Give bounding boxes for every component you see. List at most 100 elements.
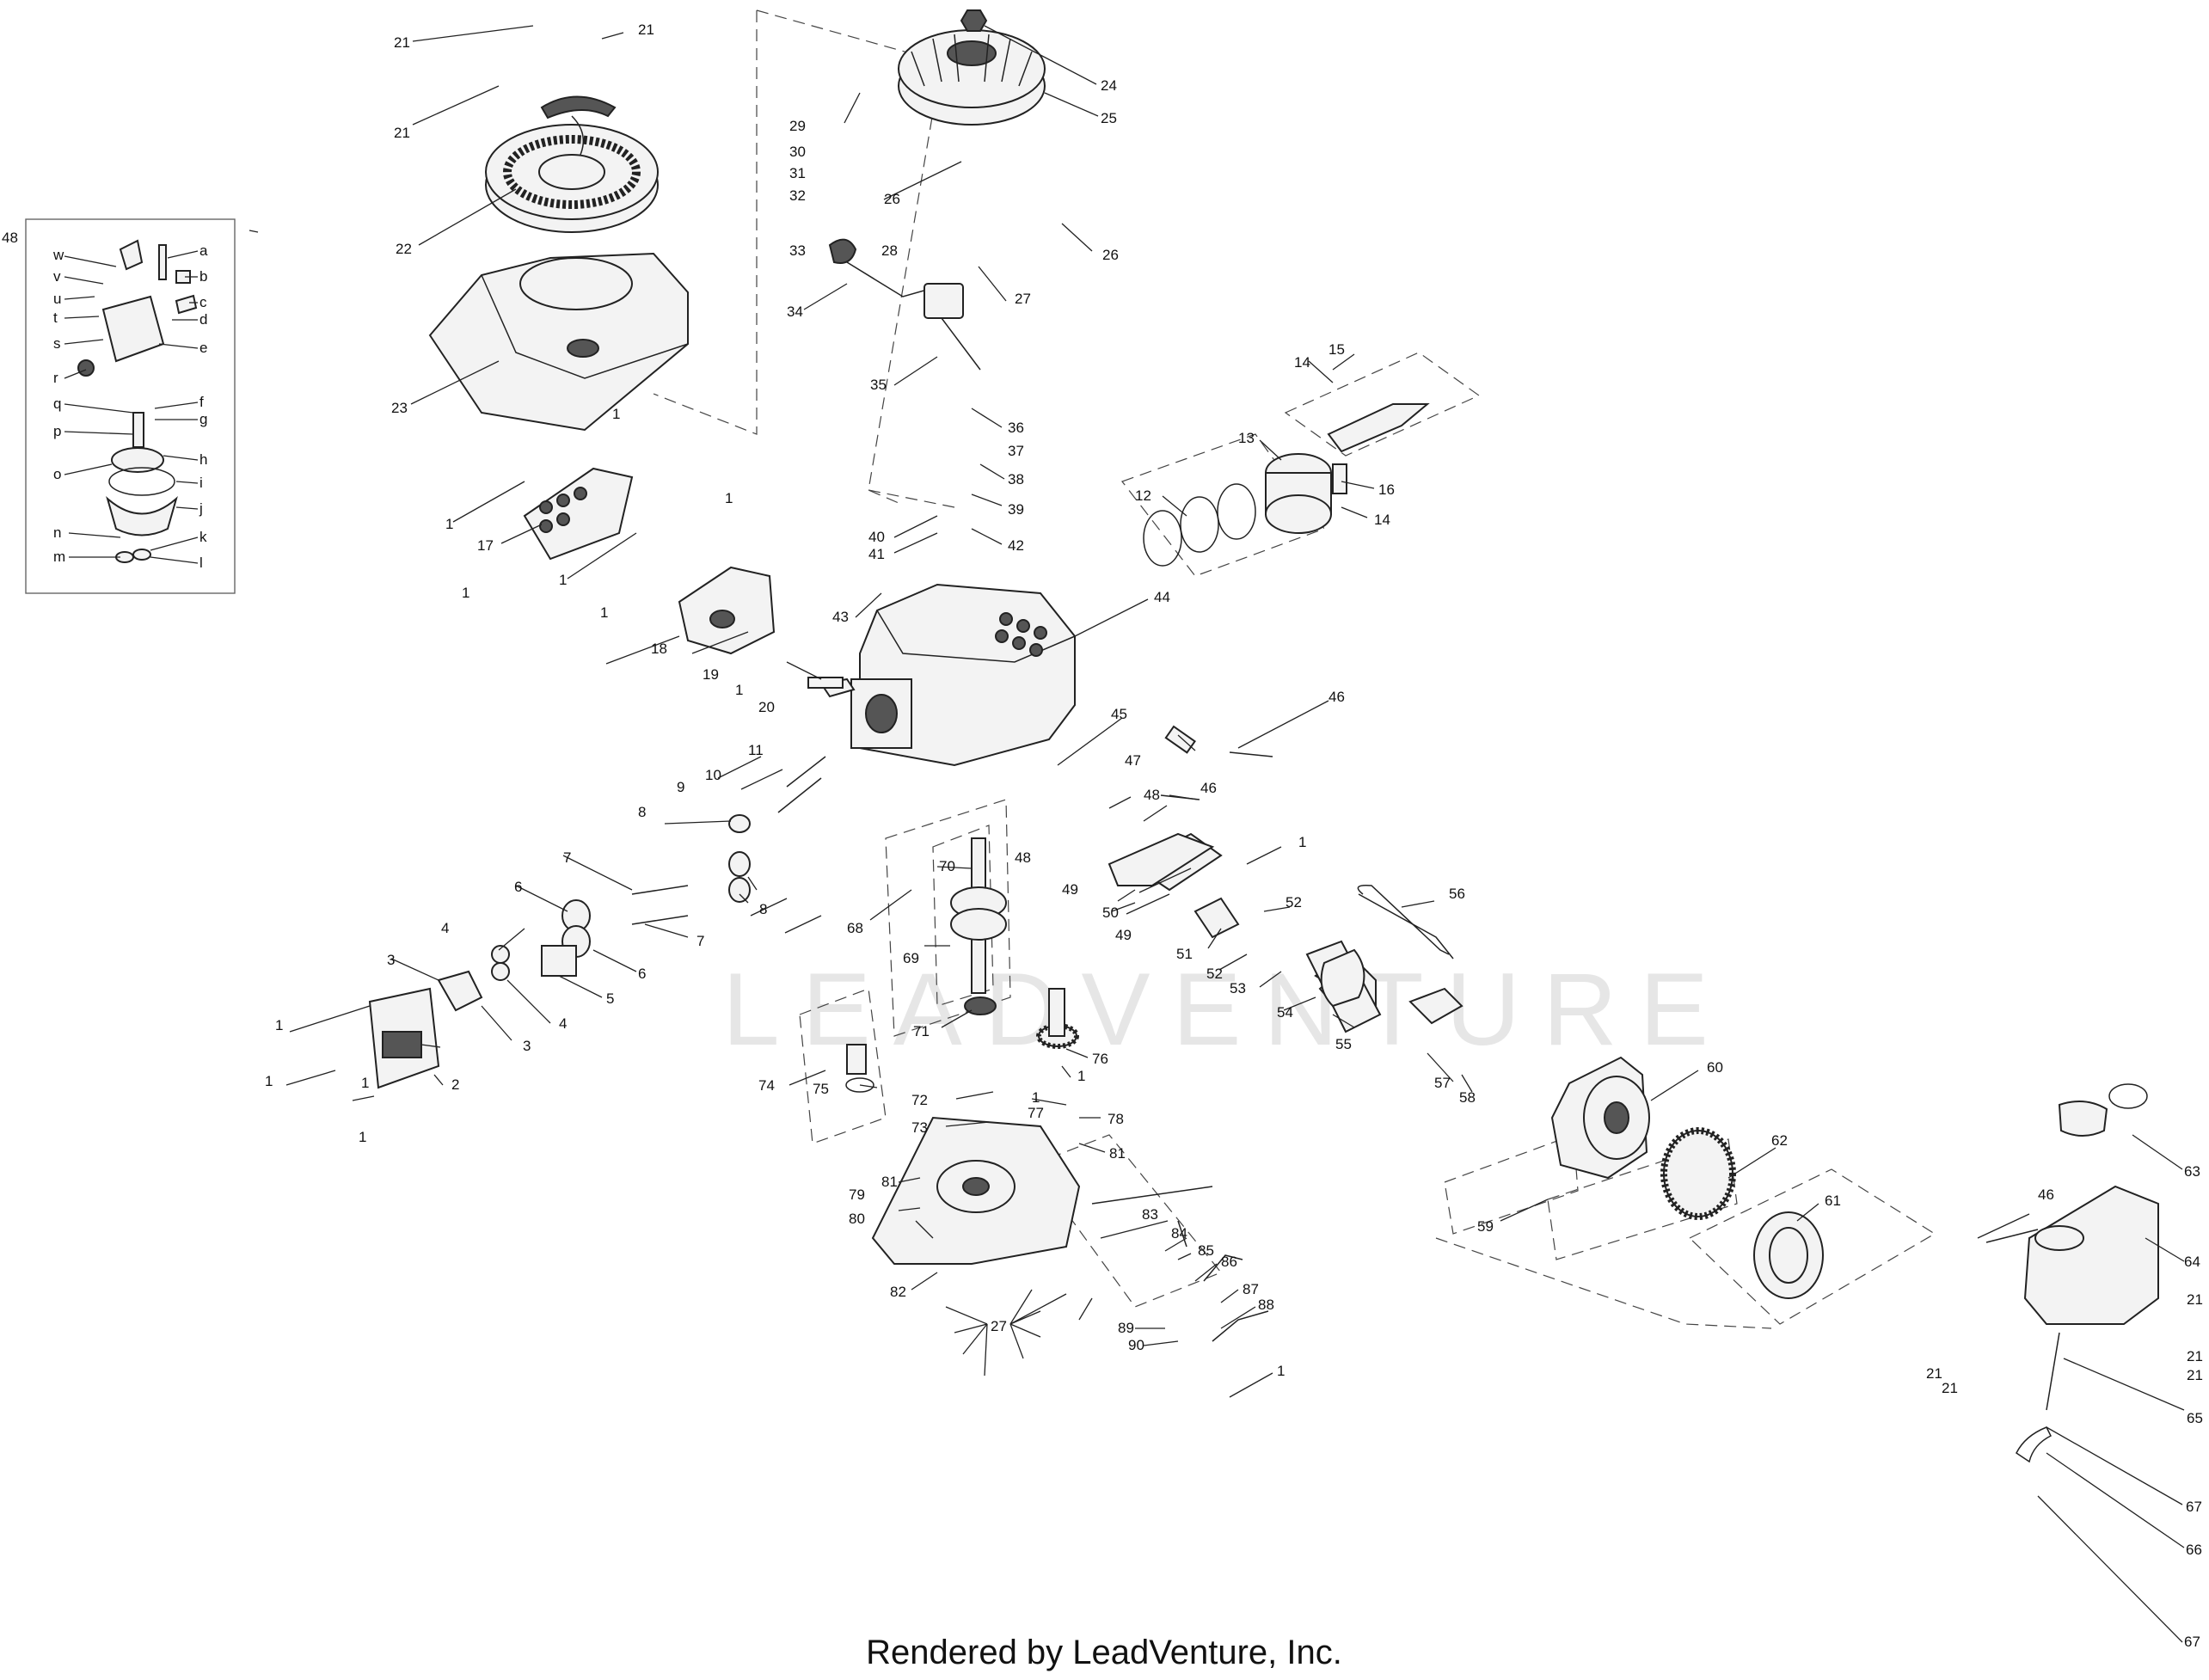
callout-23: 23 — [391, 400, 408, 416]
callout-48a: 48 — [1144, 787, 1160, 803]
callout-81a: 81 — [881, 1174, 898, 1190]
callout-87: 87 — [1243, 1281, 1259, 1297]
callout-45: 45 — [1111, 706, 1127, 722]
callout-9: 9 — [677, 779, 684, 795]
crankcase-cover-part — [871, 1116, 1081, 1265]
callout-30: 30 — [789, 144, 806, 160]
callout-8b: 8 — [759, 901, 767, 917]
cylinder-head-part — [368, 756, 826, 1089]
callout-44: 44 — [1154, 589, 1170, 605]
callout-6b: 6 — [638, 966, 646, 982]
callout-52a: 52 — [1286, 894, 1302, 911]
callout-56: 56 — [1449, 886, 1465, 902]
leader-lines — [64, 25, 2185, 1643]
callout-63: 63 — [2184, 1163, 2200, 1180]
callout-21c: 21 — [394, 125, 410, 141]
callout-15: 15 — [1328, 341, 1345, 358]
kit-label-i: i — [199, 475, 203, 491]
leader-fan-27 — [945, 1289, 1067, 1376]
blower-housing-part — [428, 252, 689, 432]
callout-83: 83 — [1142, 1206, 1158, 1223]
callout-80: 80 — [849, 1211, 865, 1227]
callout-76: 76 — [1092, 1051, 1108, 1067]
parts — [77, 9, 2159, 1463]
callout-38: 38 — [1008, 471, 1024, 487]
kit-label-s: s — [53, 335, 61, 352]
callout-34: 34 — [787, 304, 803, 320]
kit-label-k: k — [199, 529, 207, 545]
crankshaft-part — [950, 837, 1079, 1049]
kit-label-j: j — [199, 500, 203, 517]
callout-1h: 1 — [275, 1017, 283, 1033]
callout-31: 31 — [789, 165, 806, 181]
callout-16: 16 — [1378, 481, 1395, 498]
callout-26a: 26 — [884, 191, 900, 207]
callout-13: 13 — [1238, 430, 1255, 446]
callout-21f: 21 — [2187, 1367, 2203, 1383]
callout-81b: 81 — [1109, 1145, 1126, 1162]
callout-7a: 7 — [563, 849, 571, 866]
kit-label-r: r — [53, 370, 58, 386]
callout-21e: 21 — [2187, 1348, 2203, 1364]
callout-55: 55 — [1335, 1036, 1352, 1052]
callout-1f: 1 — [600, 604, 608, 621]
callout-4b: 4 — [559, 1015, 567, 1032]
callout-1n: 1 — [1032, 1089, 1040, 1106]
callout-49b: 49 — [1115, 927, 1132, 943]
misc-small-parts — [807, 677, 2039, 1243]
kit-label-b: b — [199, 268, 207, 285]
callout-89: 89 — [1118, 1320, 1134, 1336]
callout-62: 62 — [1771, 1132, 1788, 1149]
callout-14b: 14 — [1374, 512, 1390, 528]
callout-88: 88 — [1258, 1297, 1274, 1313]
engine-block-part — [850, 583, 1076, 767]
callout-78: 78 — [1108, 1111, 1124, 1127]
callout-77: 77 — [1028, 1105, 1044, 1121]
callout-10: 10 — [705, 767, 721, 783]
kit-label-q: q — [53, 395, 61, 412]
callout-72: 72 — [911, 1092, 928, 1108]
callout-40: 40 — [868, 529, 885, 545]
callout-25: 25 — [1101, 110, 1117, 126]
kit-label-f: f — [199, 394, 204, 410]
callout-14a: 14 — [1294, 354, 1310, 371]
callout-1m: 1 — [1077, 1068, 1085, 1084]
callout-39: 39 — [1008, 501, 1024, 518]
callout-22: 22 — [396, 241, 412, 257]
callout-35: 35 — [870, 377, 887, 393]
callout-3a: 3 — [387, 952, 395, 968]
callout-46b: 46 — [1200, 780, 1217, 796]
ignition-coil-part — [828, 238, 981, 371]
callout-1l: 1 — [1298, 834, 1306, 850]
callout-1c: 1 — [725, 490, 733, 506]
kit-label-d: d — [199, 311, 207, 328]
callout-2: 2 — [451, 1076, 459, 1093]
callout-42: 42 — [1008, 537, 1024, 554]
callout-71: 71 — [913, 1023, 930, 1039]
kit-label-g: g — [199, 411, 207, 427]
callout-69: 69 — [903, 950, 919, 966]
callout-20: 20 — [758, 699, 775, 715]
callout-28: 28 — [881, 242, 898, 259]
callout-90: 90 — [1128, 1337, 1144, 1353]
callout-8a: 8 — [638, 804, 646, 820]
muffler-part — [523, 467, 856, 698]
callout-1d: 1 — [559, 572, 567, 588]
callout-53: 53 — [1230, 980, 1246, 996]
callout-7b: 7 — [696, 933, 704, 949]
kit-label-e: e — [199, 340, 207, 356]
callout-labels: 21 21 21 22 23 24 25 29 30 31 32 26 26 3… — [2, 21, 2203, 1650]
callout-1a: 1 — [612, 406, 620, 422]
kit-label-a: a — [199, 242, 208, 259]
callout-26b: 26 — [1102, 247, 1119, 263]
callout-37: 37 — [1008, 443, 1024, 459]
callout-4a: 4 — [441, 920, 449, 936]
callout-27a: 27 — [1015, 291, 1031, 307]
callout-61: 61 — [1825, 1193, 1841, 1209]
callout-11: 11 — [748, 742, 764, 758]
callout-36: 36 — [1008, 420, 1024, 436]
callout-21a: 21 — [394, 34, 410, 51]
callout-68: 68 — [847, 920, 863, 936]
callout-74: 74 — [758, 1077, 775, 1094]
